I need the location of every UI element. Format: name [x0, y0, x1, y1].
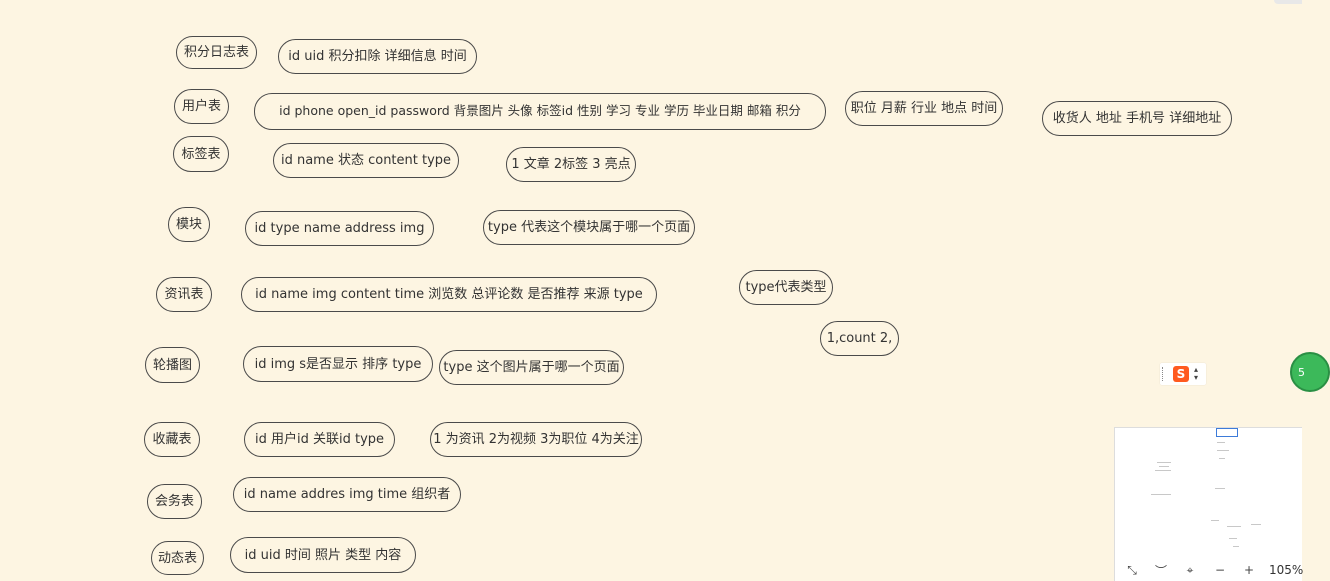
node-module-note[interactable]: type 代表这个模块属于哪一个页面	[483, 210, 695, 245]
node-tag-table[interactable]: 标签表	[173, 136, 229, 172]
node-user-address-fields[interactable]: 收货人 地址 手机号 详细地址	[1042, 101, 1232, 136]
minimap-mark	[1217, 450, 1229, 451]
minimap-mark	[1155, 470, 1171, 471]
node-news-type-note[interactable]: type代表类型	[739, 270, 833, 305]
node-tag-fields[interactable]: id name 状态 content type	[273, 143, 459, 178]
node-points-log-fields[interactable]: id uid 积分扣除 详细信息 时间	[278, 39, 477, 74]
node-news-table[interactable]: 资讯表	[156, 277, 212, 312]
minimap-mark	[1151, 494, 1171, 495]
node-user-table[interactable]: 用户表	[174, 89, 229, 124]
node-moment-fields[interactable]: id uid 时间 照片 类型 内容	[230, 537, 416, 573]
ime-menu-caret-icon[interactable]: ▴ ▾	[1194, 366, 1198, 382]
ime-logo-icon[interactable]: S	[1173, 366, 1189, 382]
node-favorite-fields[interactable]: id 用户id 关联id type	[244, 422, 395, 457]
eye-icon[interactable]: ︶	[1154, 563, 1167, 578]
node-module-table[interactable]: 模块	[168, 207, 210, 242]
minimap-panel[interactable]: ⤡ ︶ ⌖ − + 105%	[1114, 427, 1303, 581]
node-news-count-note[interactable]: 1,count 2,	[820, 321, 899, 356]
minimap-mark	[1159, 466, 1169, 467]
node-user-fields[interactable]: id phone open_id password 背景图片 头像 标签id 性…	[254, 93, 826, 130]
node-module-fields[interactable]: id type name address img	[245, 211, 434, 246]
minimap-mark	[1227, 526, 1241, 527]
node-moment-table[interactable]: 动态表	[151, 541, 204, 575]
node-favorite-note[interactable]: 1 为资讯 2为视频 3为职位 4为关注	[430, 422, 642, 457]
zoom-in-icon[interactable]: +	[1243, 563, 1255, 577]
minimap-mark	[1211, 520, 1219, 521]
minimap-mark	[1251, 524, 1261, 525]
window-edge-tab	[1274, 0, 1302, 4]
node-meeting-fields[interactable]: id name addres img time 组织者	[233, 477, 461, 512]
node-meeting-table[interactable]: 会务表	[147, 484, 202, 519]
minimap-mark	[1215, 488, 1225, 489]
node-points-log-table[interactable]: 积分日志表	[176, 36, 257, 69]
minimap-mark	[1233, 546, 1239, 547]
caret-up-glyph: ▴	[1194, 365, 1199, 374]
caret-down-glyph: ▾	[1194, 373, 1199, 382]
node-carousel-fields[interactable]: id img s是否显示 排序 type	[243, 346, 433, 382]
zoom-level: 105%	[1269, 563, 1304, 577]
zoom-out-icon[interactable]: −	[1214, 563, 1226, 577]
location-pin-icon[interactable]: ⌖	[1186, 562, 1194, 577]
minimap-mark	[1157, 462, 1171, 463]
drag-handle-icon[interactable]	[1162, 367, 1167, 381]
minimap-mark	[1219, 458, 1225, 459]
minimap-mark	[1217, 442, 1225, 443]
fit-screen-icon[interactable]: ⤡	[1127, 562, 1137, 577]
node-tag-note[interactable]: 1 文章 2标签 3 亮点	[506, 147, 636, 182]
badge-count: 5	[1298, 365, 1305, 379]
minimap-toolbar: ⤡ ︶ ⌖ − + 105%	[1115, 559, 1303, 581]
node-carousel-table[interactable]: 轮播图	[145, 347, 200, 383]
node-news-fields[interactable]: id name img content time 浏览数 总评论数 是否推荐 来…	[241, 277, 657, 312]
node-favorite-table[interactable]: 收藏表	[144, 422, 200, 457]
node-carousel-note[interactable]: type 这个图片属于哪一个页面	[439, 350, 624, 385]
ime-toolbar[interactable]: S ▴ ▾	[1160, 363, 1206, 385]
minimap-viewport[interactable]	[1216, 428, 1238, 437]
node-user-job-fields[interactable]: 职位 月薪 行业 地点 时间	[845, 91, 1003, 126]
floating-assistant-badge[interactable]: 5	[1290, 352, 1330, 392]
minimap-mark	[1229, 538, 1237, 539]
